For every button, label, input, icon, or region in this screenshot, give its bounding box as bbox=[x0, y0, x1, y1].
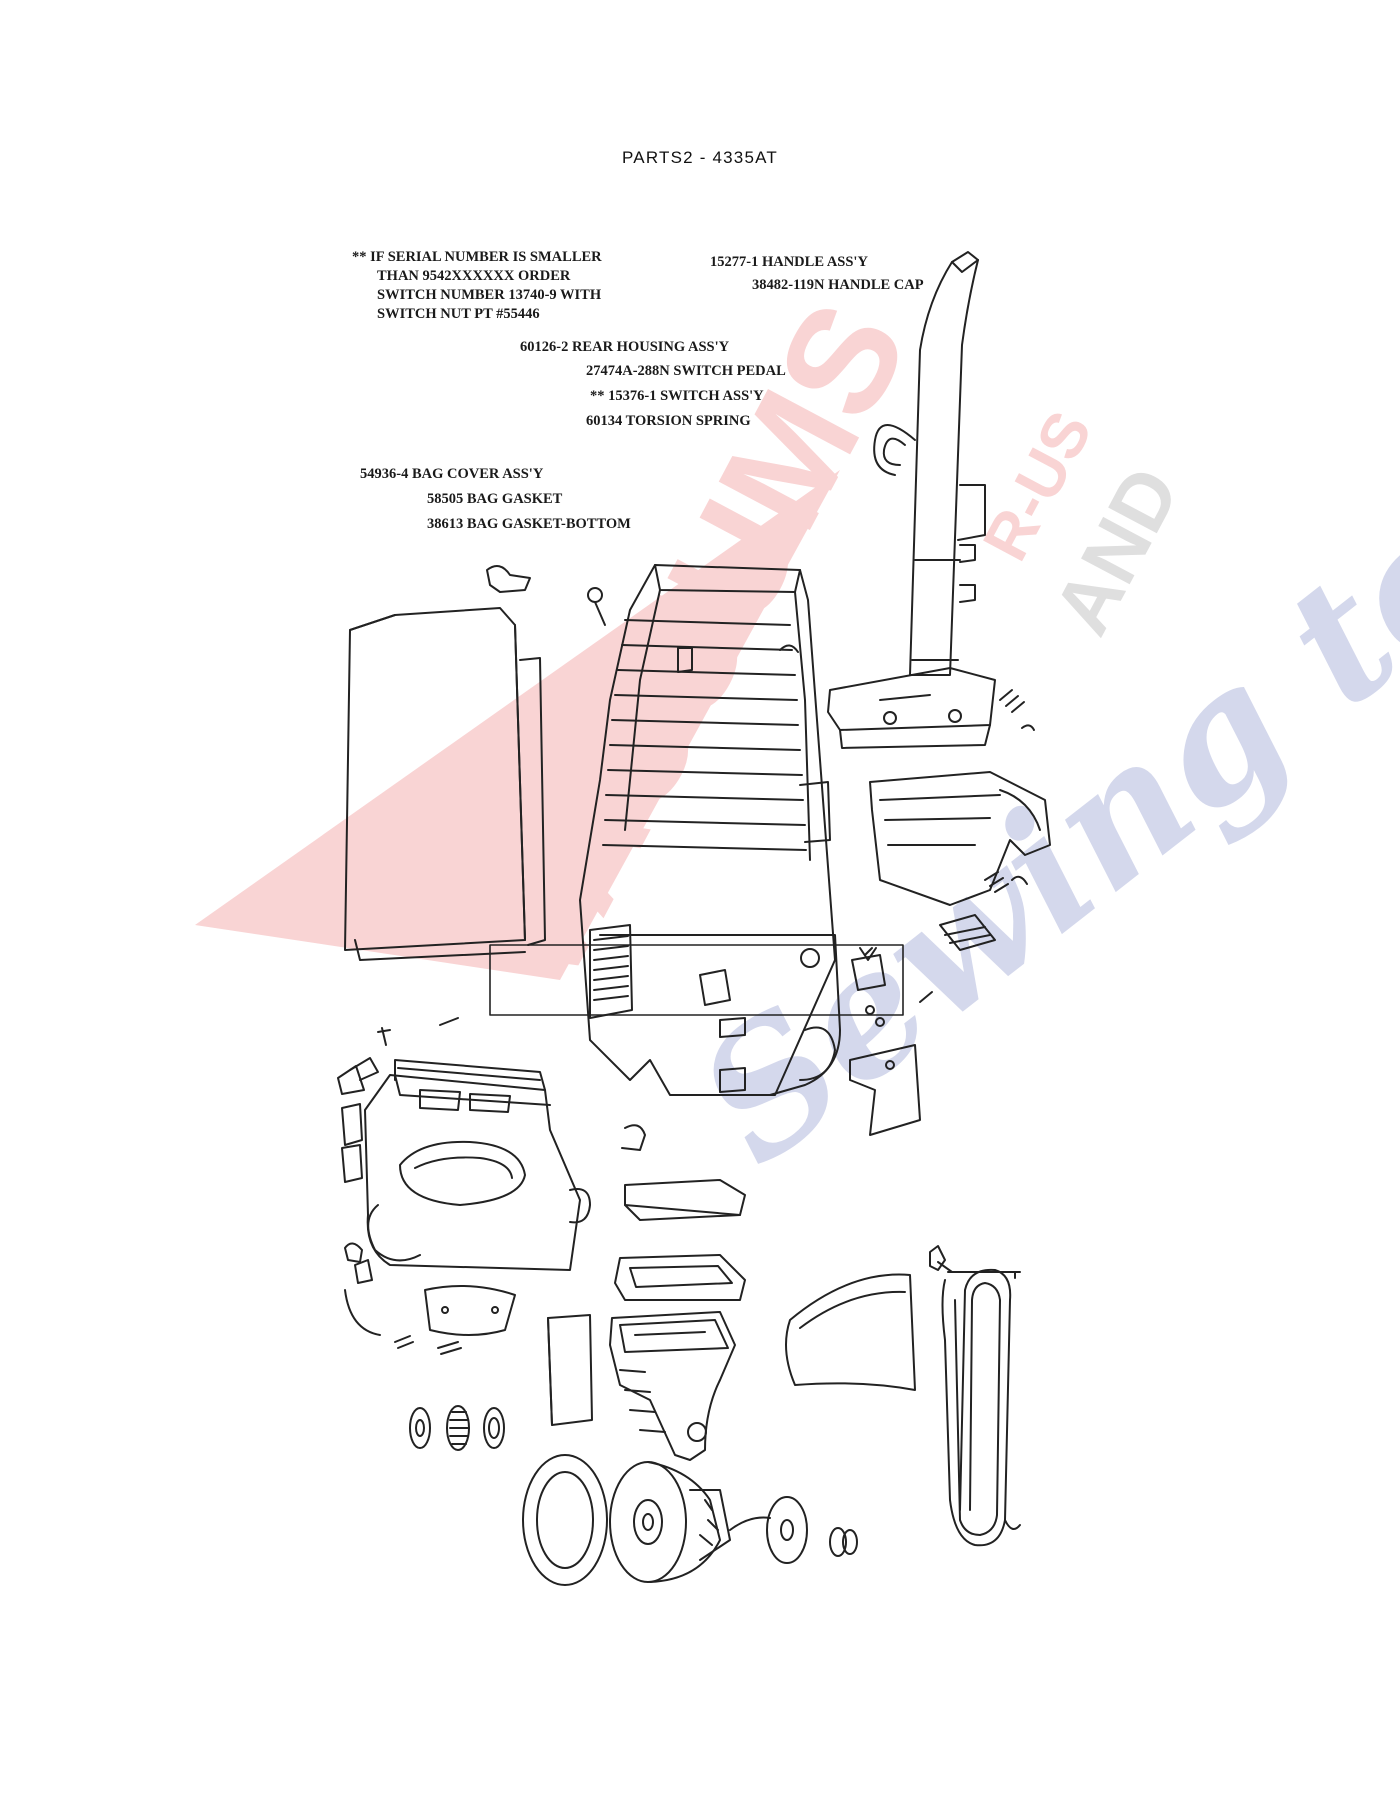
callout-torsion-spring: 60134 TORSION SPRING bbox=[586, 413, 751, 429]
switch-area-highlight bbox=[489, 944, 904, 1016]
bottom-plate bbox=[344, 1242, 516, 1355]
page-title: PARTS2 - 4335AT bbox=[622, 148, 778, 167]
callout-rear-housing: 60126-2 REAR HOUSING ASS'Y bbox=[520, 339, 730, 355]
callout-switch-pedal: 27474A-288N SWITCH PEDAL bbox=[586, 363, 786, 379]
bag-base bbox=[364, 1059, 591, 1271]
bag-cover-assembly bbox=[344, 565, 606, 961]
callout-handle-cap: 38482-119N HANDLE CAP bbox=[752, 277, 924, 293]
rear-housing bbox=[579, 564, 841, 1096]
serial-note-line-3: SWITCH NUMBER 13740-9 WITH bbox=[377, 287, 602, 303]
callout-bag-gasket-bottom: 38613 BAG GASKET-BOTTOM bbox=[427, 516, 631, 532]
small-clip-parts bbox=[337, 1017, 646, 1183]
serial-note-line-1: ** IF SERIAL NUMBER IS SMALLER bbox=[352, 249, 602, 265]
callout-handle-assembly: 15277-1 HANDLE ASS'Y bbox=[710, 254, 868, 270]
callout-switch-assembly: ** 15376-1 SWITCH ASS'Y bbox=[590, 388, 764, 404]
handle-assembly bbox=[827, 251, 996, 749]
watermark-logo: VACUUMS R-US AND Sewing too bbox=[195, 276, 1400, 1202]
serial-note: ** IF SERIAL NUMBER IS SMALLER THAN 9542… bbox=[352, 248, 602, 324]
serial-note-line-2: THAN 9542XXXXXX ORDER bbox=[377, 268, 571, 284]
motor-parts bbox=[409, 1405, 858, 1586]
switch-pedal-parts bbox=[849, 689, 1051, 1136]
serial-note-line-4: SWITCH NUT PT #55446 bbox=[377, 306, 540, 322]
filter-and-gaskets bbox=[547, 1179, 746, 1461]
callout-bag-cover: 54936-4 BAG COVER ASS'Y bbox=[360, 466, 544, 482]
cord-and-cover bbox=[785, 1245, 1021, 1547]
callout-bag-gasket: 58505 BAG GASKET bbox=[427, 491, 563, 507]
